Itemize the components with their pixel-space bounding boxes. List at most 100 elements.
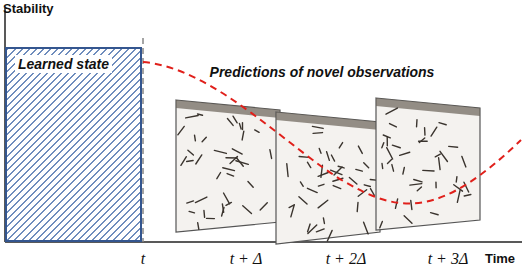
mosquito-speck [242,123,243,130]
axis-title: Time [485,251,515,266]
frame-shadow [276,112,380,130]
mosquito-speck [411,200,412,209]
mosquito-speck [390,124,397,127]
mosquito-speck [300,182,303,186]
mosquito-speck [364,163,369,168]
mosquito-speck [318,173,328,177]
time-marker [142,38,144,242]
mosquito-speck [217,173,221,179]
mosquito-speck [392,145,400,148]
box-title: Learned state [15,55,112,73]
mosquito-speck [392,165,394,172]
mosquito-speck [449,146,458,148]
mosquito-speck [233,116,237,123]
mosquito-speck [464,182,469,192]
mosquito-speck [196,155,202,164]
mosquito-speck [410,184,422,185]
mosquito-speck [318,184,324,186]
mosquito-speck [387,148,393,159]
mosquito-speck [419,141,428,142]
mosquito-speck [435,182,437,188]
mosquito-speck [313,132,322,134]
mosquito-speck [386,108,397,114]
mosquito-speck [198,223,199,230]
mosquito-speck [308,225,317,234]
mosquito-speck [404,216,412,223]
mosquito-speck [202,137,206,141]
axis-title: Stability [3,1,54,16]
mosquito-speck [308,224,311,232]
mosquito-speck [339,143,342,148]
observation-frame [176,100,280,232]
mosquito-speck [364,222,369,234]
mosquito-speck [439,123,446,125]
observation-frame [376,98,480,230]
mosquito-speck [457,190,460,202]
mosquito-speck [424,128,426,135]
mosquito-speck [334,167,342,175]
mosquito-speck [195,197,207,202]
mosquito-speck [382,143,384,148]
mosquito-speck [462,156,466,167]
mosquito-speck [414,179,422,181]
tick-label: t + 3Δ [428,250,469,268]
mosquito-speck [400,152,410,155]
mosquito-speck [403,167,404,174]
mosquito-speck [423,170,434,172]
mosquito-speck [227,119,233,126]
mosquito-speck [232,149,242,154]
mosquito-speck [223,168,235,171]
mosquito-speck [226,157,237,159]
tick-label: t + Δ [230,250,263,268]
mosquito-speck [243,206,252,214]
mosquito-speck [358,146,362,153]
mosquito-speck [323,218,324,224]
mosquito-speck [307,188,317,192]
mosquito-speck [357,202,359,211]
mosquito-speck [327,230,332,241]
mosquito-speck [318,200,328,208]
mosquito-speck [416,120,418,127]
mosquito-speck [299,197,307,204]
mosquito-speck [381,163,383,168]
mosquito-speck [387,137,388,146]
tick-label: t + 2Δ [326,250,367,268]
mosquito-speck [349,177,357,184]
mosquito-speck [331,155,334,161]
mosquito-speck [239,123,241,129]
mosquito-speck [255,130,259,132]
mosquito-speck [338,166,344,168]
mosquito-speck [439,158,440,170]
frame-shadow [376,98,480,116]
mosquito-speck [456,177,458,182]
mosquito-speck [380,221,383,227]
frame-shadow [176,100,280,118]
mosquito-speck [387,160,391,164]
observation-frame [276,112,380,244]
mosquito-speck [440,151,447,161]
mosquito-speck [270,150,272,159]
mosquito-speck [287,164,288,177]
mosquito-speck [319,148,321,153]
mosquito-speck [198,114,203,115]
mosquito-speck [431,127,437,136]
section-heading: Predictions of novel observations [210,64,435,80]
mosquito-speck [364,185,370,187]
mosquito-speck [194,135,196,141]
mosquito-speck [327,152,330,161]
mosquito-speck [316,229,324,232]
mosquito-speck [291,205,294,217]
mosquito-speck [187,201,194,203]
mosquito-speck [203,210,205,217]
mosquito-speck [188,150,194,155]
tick-label: t [141,250,145,268]
mosquito-speck [178,126,184,134]
mosquito-speck [207,218,215,220]
mosquito-speck [248,181,253,187]
mosquito-speck [214,150,226,153]
mosquito-speck [333,186,341,189]
mosquito-speck [236,161,248,165]
mosquito-speck [181,157,186,166]
mosquito-speck [242,131,244,140]
mosquito-speck [187,160,193,162]
